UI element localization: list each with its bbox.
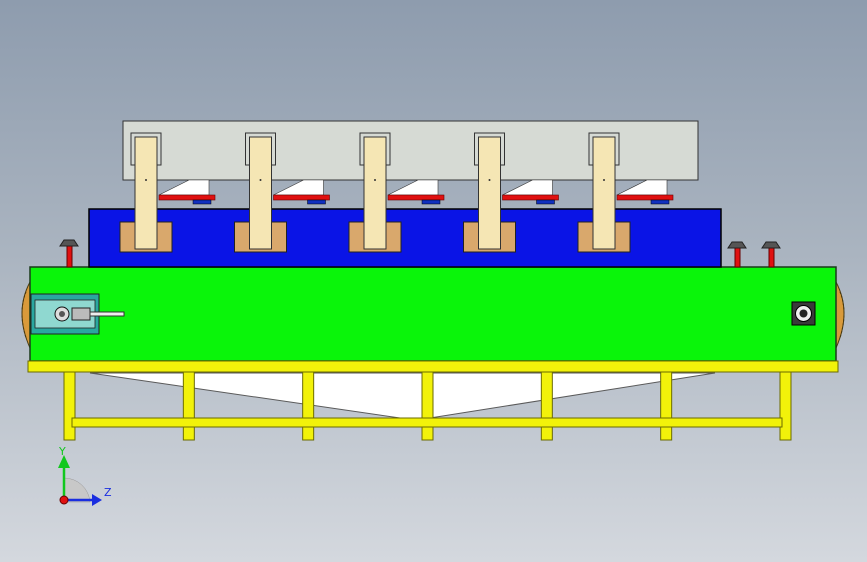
post-right-b [761, 241, 781, 268]
red-bar [387, 194, 445, 201]
drive-unit [30, 293, 125, 335]
blue-tab [650, 199, 670, 205]
axis-z-label: Z [104, 486, 112, 499]
frame-leg [63, 371, 76, 441]
red-bar [502, 194, 559, 201]
red-bar [158, 194, 216, 201]
column-shaft [363, 136, 387, 250]
post-left [59, 239, 79, 268]
frame-lower-rail [71, 417, 783, 428]
support-frame [63, 371, 792, 441]
chute-divider [502, 179, 553, 196]
column-marker [145, 179, 147, 181]
frame-leg [421, 371, 434, 441]
column-shaft [249, 136, 272, 250]
frame-leg [660, 371, 673, 441]
base-strip [27, 360, 839, 373]
frame-leg [182, 371, 195, 441]
column-shaft [478, 136, 501, 250]
post-right-a [727, 241, 747, 268]
column-marker [603, 179, 605, 181]
chute-divider [158, 179, 210, 196]
column-shaft [134, 136, 158, 250]
chute-divider [387, 179, 439, 196]
blue-tab [192, 199, 212, 205]
red-bar [616, 194, 674, 201]
frame-leg [540, 371, 553, 441]
column-marker [374, 179, 376, 181]
column-marker [488, 179, 491, 181]
column-shaft [592, 136, 616, 250]
axis-y-label: Y [58, 445, 66, 458]
column-marker [259, 179, 262, 181]
coordinate-triad: Y Z [58, 445, 112, 506]
red-bar [273, 194, 330, 201]
chute-divider [273, 179, 324, 196]
main-body [29, 266, 837, 362]
fan-icon [791, 301, 816, 326]
blue-tab [536, 199, 555, 205]
frame-leg [779, 371, 792, 441]
side-roller-right [835, 281, 845, 349]
blue-tab [307, 199, 326, 205]
column-group [119, 132, 674, 253]
blue-tab [421, 199, 441, 205]
side-roller-left [21, 281, 31, 349]
chute-divider [616, 179, 668, 196]
frame-leg [302, 371, 315, 441]
